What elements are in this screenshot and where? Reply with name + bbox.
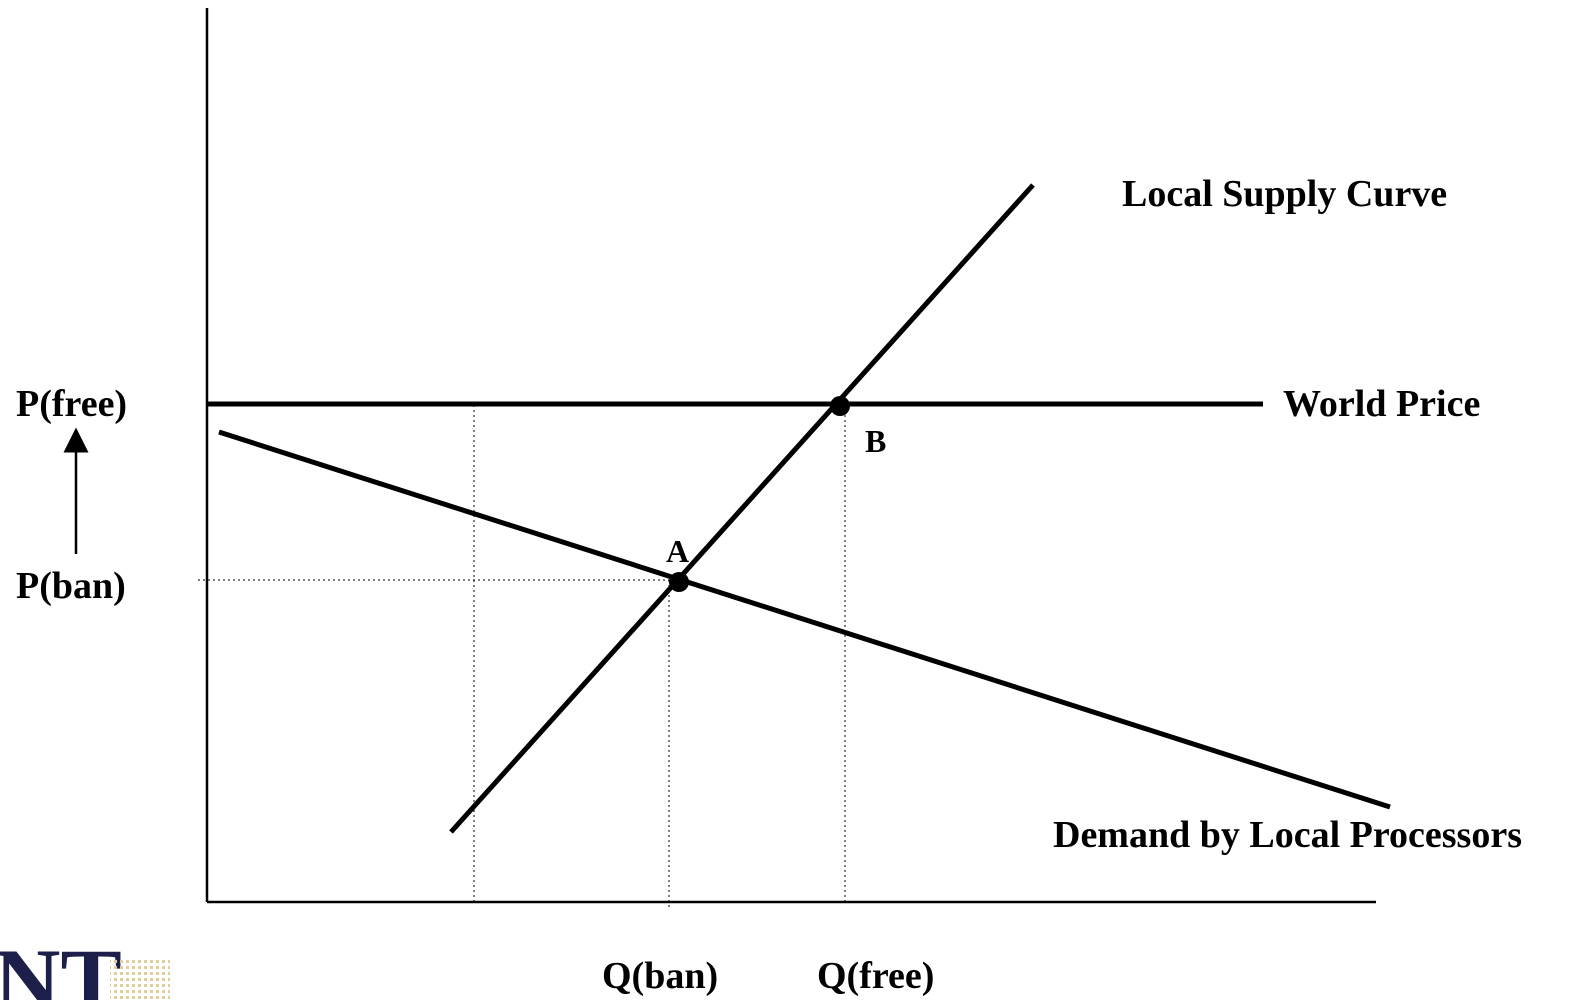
p-ban-label: P(ban)	[16, 565, 126, 607]
demand-curve	[218, 429, 1391, 810]
point-b-label: B	[865, 423, 886, 459]
logo-dot-pattern	[110, 958, 170, 1000]
logo-text: NT	[0, 930, 122, 1000]
p-free-label: P(free)	[16, 383, 127, 425]
world-price-label: World Price	[1283, 383, 1480, 425]
point-a-marker	[669, 572, 689, 592]
demand-curve-label: Demand by Local Processors	[1053, 814, 1522, 856]
q-free-label: Q(free)	[817, 955, 934, 997]
q-ban-label: Q(ban)	[602, 955, 718, 997]
point-b-marker	[830, 396, 850, 416]
supply-curve-label: Local Supply Curve	[1122, 173, 1447, 215]
supply-curve	[449, 183, 1035, 834]
point-a-label: A	[666, 533, 689, 569]
logo: NT	[0, 930, 170, 1000]
